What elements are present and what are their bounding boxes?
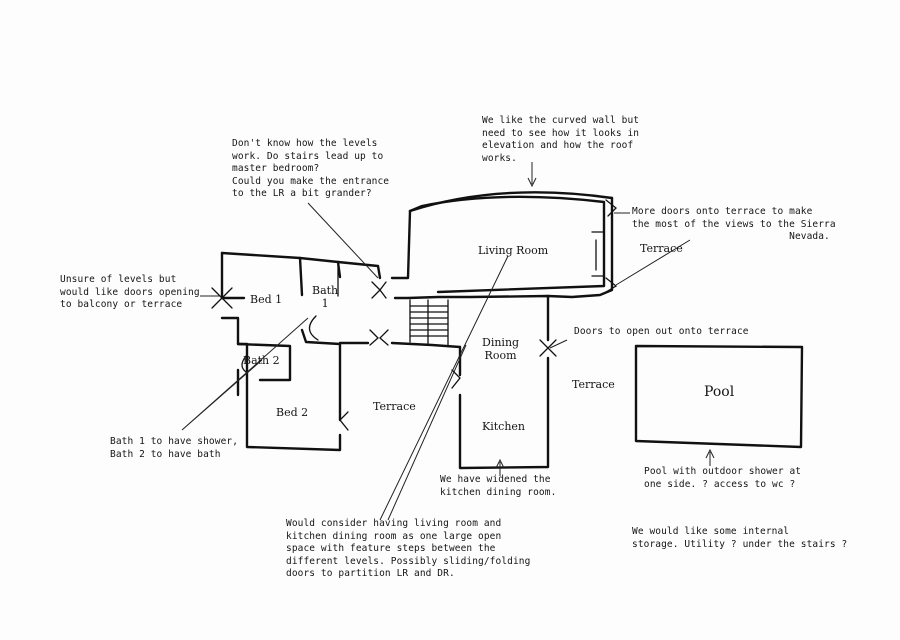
note-open-space: Would consider having living room and ki…: [286, 518, 531, 579]
stairs: [409, 299, 449, 346]
note-more-doors: More doors onto terrace to make the most…: [632, 206, 836, 242]
note-storage: We would like some internal storage. Uti…: [632, 526, 848, 550]
kitchen-label: Kitchen: [482, 420, 525, 433]
bath2-label: Bath 2: [243, 354, 280, 367]
interior-walls: [236, 256, 342, 397]
terrace-east-upper-label: Terrace: [640, 242, 683, 255]
terrace-west-label: Terrace: [373, 400, 416, 413]
note-levels-entrance: Don't know how the levels work. Do stair…: [232, 138, 390, 199]
dining-room-label: Dining Room: [482, 336, 520, 362]
bath1-label: Bath 1: [312, 284, 339, 310]
annotation-leaders: [181, 162, 715, 521]
note-unsure-levels: Unsure of levels but would like doors op…: [60, 274, 200, 310]
bed1-label: Bed 1: [250, 293, 283, 306]
door-swings: [211, 199, 618, 431]
note-widened-kitchen: We have widened the kitchen dining room.: [440, 474, 557, 498]
bed2-label: Bed 2: [276, 406, 309, 419]
note-pool: Pool with outdoor shower at one side. ? …: [644, 466, 802, 490]
note-doors-dining: Doors to open out onto terrace: [574, 326, 749, 337]
pool-label: Pool: [704, 384, 735, 400]
pool-outline: [634, 344, 804, 449]
note-curved-wall: We like the curved wall but need to see …: [482, 115, 640, 164]
living-room-label: Living Room: [478, 244, 549, 257]
note-bath: Bath 1 to have shower, Bath 2 to have ba…: [110, 436, 239, 460]
terrace-east-lower-label: Terrace: [572, 378, 615, 391]
